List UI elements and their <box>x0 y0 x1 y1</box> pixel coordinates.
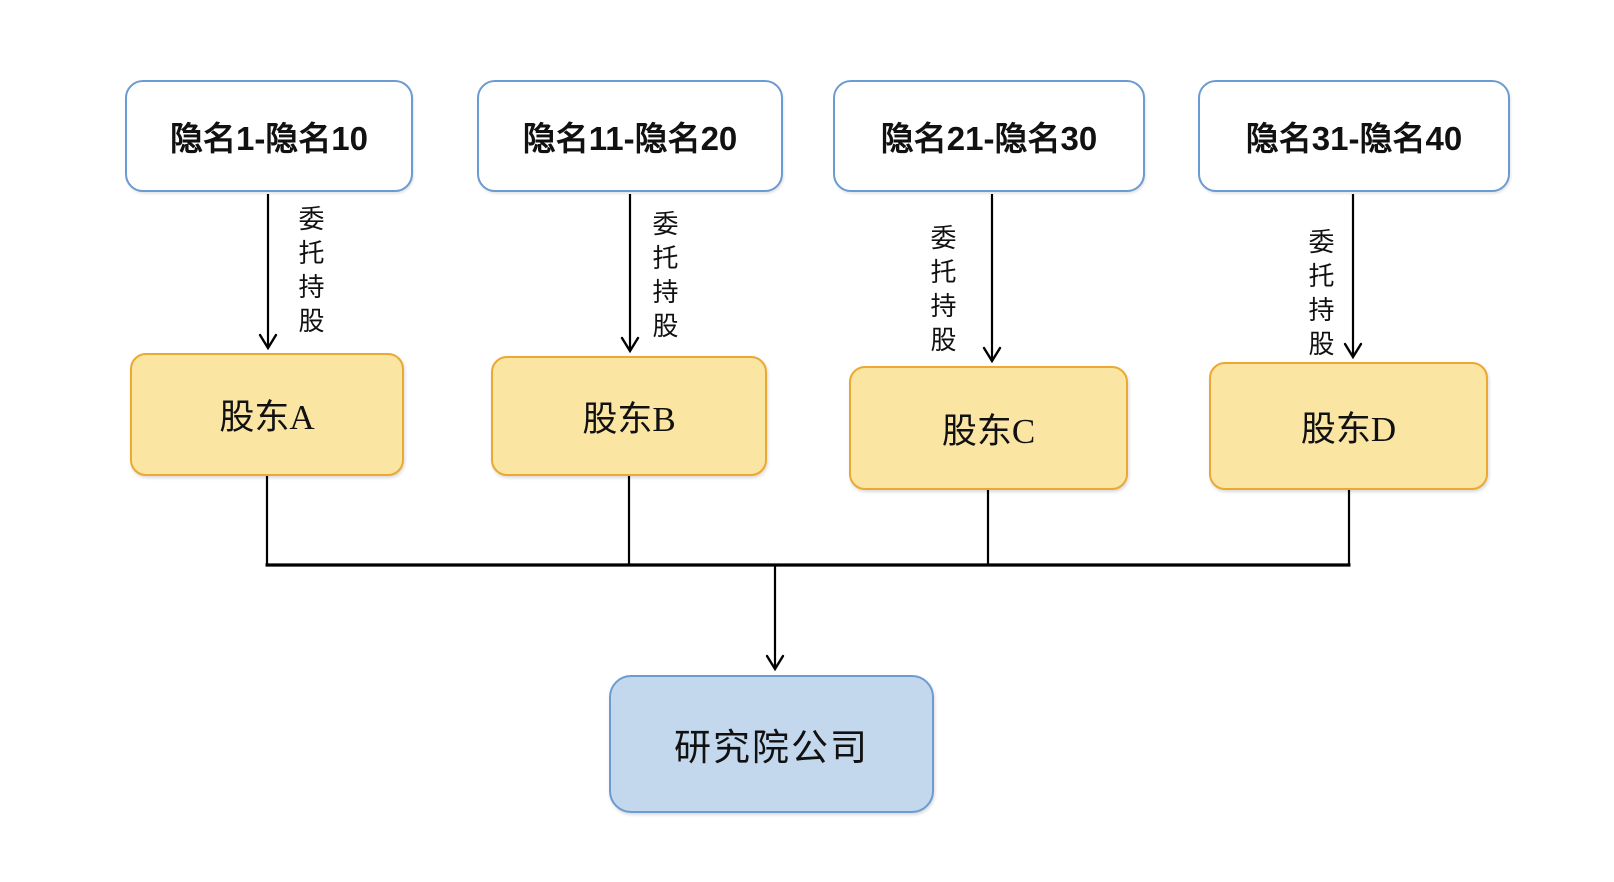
delegate-edge-label-2: 委托持股 <box>649 210 678 346</box>
anon-holders-box-2: 隐名11-隐名20 <box>477 80 783 192</box>
delegate-edge-label-3: 委托持股 <box>927 224 956 360</box>
shareholder-a-label: 股东A <box>219 398 315 437</box>
anon-holders-box-4: 隐名31-隐名40 <box>1198 80 1510 192</box>
anon-holders-box-3: 隐名21-隐名30 <box>833 80 1145 192</box>
shareholder-a-box: 股东A <box>130 353 404 476</box>
delegate-edge-label-4: 委托持股 <box>1305 228 1334 364</box>
anon-holders-box-1: 隐名1-隐名10 <box>125 80 413 192</box>
anon-holders-label-3: 隐名21-隐名30 <box>880 120 1098 157</box>
company-box: 研究院公司 <box>609 675 934 813</box>
anon-holders-label-2: 隐名11-隐名20 <box>522 120 738 157</box>
shareholder-d-label: 股东D <box>1300 409 1397 449</box>
shareholder-c-box: 股东C <box>849 366 1128 490</box>
company-label: 研究院公司 <box>674 728 869 769</box>
shareholder-d-box: 股东D <box>1209 362 1488 490</box>
anon-holders-label-1: 隐名1-隐名10 <box>169 120 369 157</box>
shareholder-b-box: 股东B <box>491 356 767 476</box>
shareholder-c-label: 股东C <box>941 411 1036 451</box>
anon-holders-label-4: 隐名31-隐名40 <box>1245 120 1463 157</box>
delegate-edge-label-1: 委托持股 <box>295 205 324 341</box>
shareholder-b-label: 股东B <box>582 399 676 439</box>
